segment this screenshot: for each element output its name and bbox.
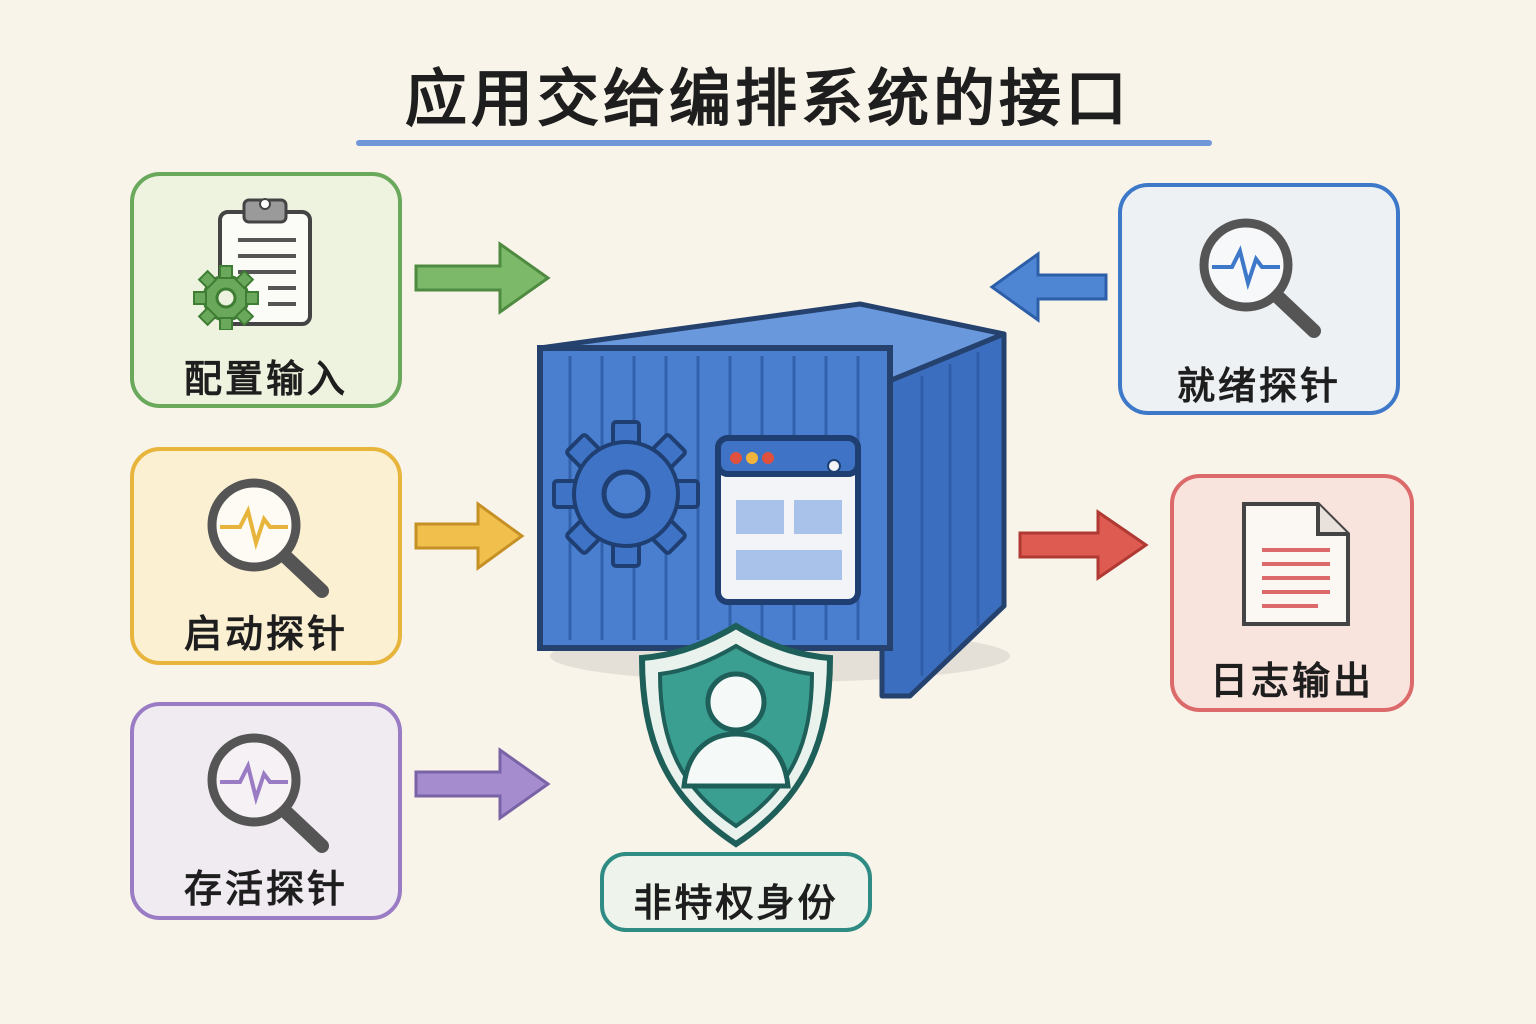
- startup-probe-card: 启动探针: [130, 447, 402, 665]
- diagram-title: 应用交给编排系统的接口: [404, 62, 1131, 135]
- magnifier-pulse-icon: [207, 478, 329, 598]
- clipboard-gear-icon: [193, 198, 312, 330]
- title-underline: [356, 140, 1212, 146]
- arrow-container-to-logs: [1018, 509, 1149, 581]
- arrow-config-to-container: [414, 241, 551, 315]
- shield-user-icon: [638, 622, 834, 848]
- log-output-card: 日志输出: [1170, 474, 1414, 712]
- log-output-label: 日志输出: [1209, 659, 1374, 703]
- magnifier-pulse-icon: [207, 733, 329, 853]
- liveness-probe-label: 存活探针: [183, 867, 348, 911]
- liveness-probe-card: 存活探针: [130, 702, 402, 920]
- arrow-liveness-to-container: [414, 747, 551, 821]
- gear-icon: [552, 420, 700, 568]
- non-root-identity-label: 非特权身份: [633, 881, 839, 925]
- config-input-label: 配置输入: [183, 357, 348, 401]
- readiness-probe-label: 就绪探针: [1176, 364, 1341, 408]
- arrow-startup-to-container: [414, 501, 525, 571]
- app-window-icon: [715, 435, 861, 605]
- non-root-identity-card: 非特权身份: [600, 852, 872, 932]
- magnifier-pulse-icon: [1199, 218, 1321, 338]
- container-icon: [537, 301, 1010, 699]
- arrow-readiness-to-container: [989, 251, 1108, 323]
- readiness-probe-card: 就绪探针: [1118, 183, 1400, 415]
- document-lines-icon: [1242, 502, 1350, 626]
- startup-probe-label: 启动探针: [183, 612, 348, 656]
- config-input-card: 配置输入: [130, 172, 402, 408]
